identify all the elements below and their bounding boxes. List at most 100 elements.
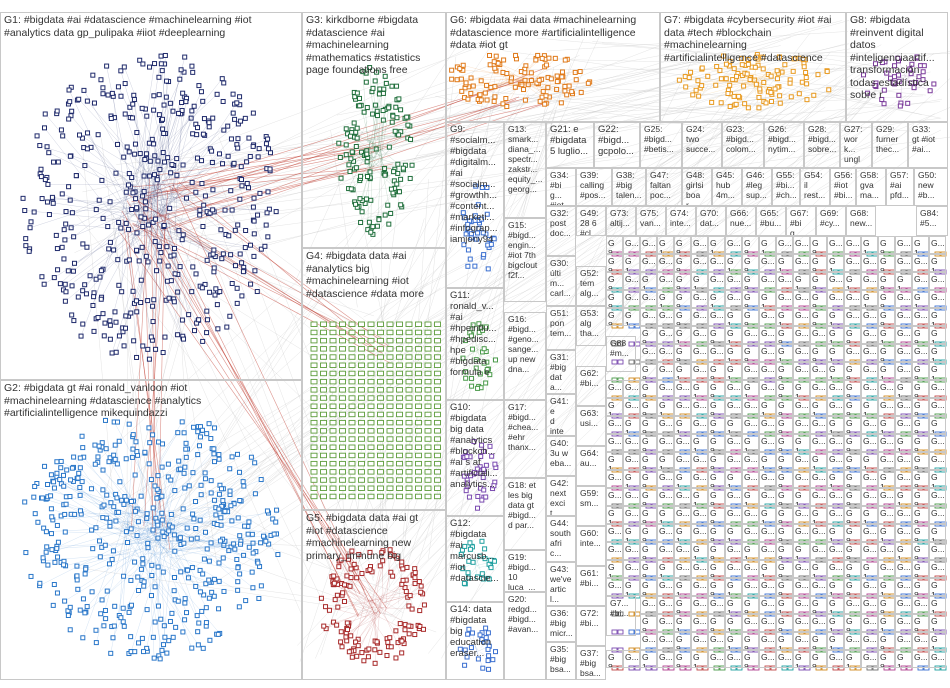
small-group-label: G1... [727, 580, 739, 596]
small-group-tile: G8... [640, 434, 657, 452]
small-group-tile: G... [742, 416, 759, 434]
small-group-label: G... [863, 346, 877, 356]
node [54, 590, 60, 596]
small-group-label: G... [608, 472, 622, 482]
small-group-label: G8... [608, 652, 620, 668]
group-cell-g47: G47: faltan poc... [646, 168, 682, 206]
small-group-label: G1... [676, 472, 688, 488]
small-group-tile: G1... [725, 416, 742, 434]
node [162, 334, 168, 340]
small-group-tile: G... [691, 398, 708, 416]
node [55, 267, 61, 273]
edge-highlight [128, 96, 520, 234]
node [166, 295, 172, 301]
small-group-tile: G8... [776, 362, 793, 380]
small-group-tile: G1... [861, 290, 878, 308]
small-group-label: G... [778, 238, 792, 248]
node [72, 511, 78, 517]
node [57, 281, 63, 287]
node [62, 511, 68, 517]
small-group-label: G8... [914, 418, 926, 434]
node [115, 84, 121, 90]
small-group-tile: G... [708, 308, 725, 326]
small-group-label: G... [880, 544, 894, 554]
node [152, 239, 158, 245]
node [212, 292, 218, 298]
small-group-label: G1... [795, 274, 807, 290]
edge-highlight [149, 230, 381, 614]
edge [209, 64, 756, 198]
edge-highlight [157, 211, 359, 618]
group-cell-g74: G74: inte... [666, 206, 696, 236]
small-group-label: G1... [931, 526, 943, 542]
group-label: G38: #big talen... [616, 170, 642, 200]
small-group-tile: G... [793, 524, 810, 542]
node [183, 195, 189, 201]
small-group-tile: G... [929, 506, 946, 524]
edge [173, 34, 499, 517]
node [231, 160, 237, 166]
edge [104, 128, 563, 222]
node [213, 286, 219, 292]
small-group-tile: G1... [674, 416, 691, 434]
small-group-tile: G8... [776, 416, 793, 434]
small-group-tile: G... [606, 470, 623, 488]
node [100, 85, 106, 91]
node [129, 115, 135, 121]
group-label: G56: #iot #bi... [834, 170, 853, 200]
small-group-tile: G... [793, 308, 810, 326]
small-group-tile: G... [861, 596, 878, 614]
small-group-tile: G8... [912, 470, 929, 488]
node [204, 317, 210, 323]
small-group-label: G... [727, 490, 741, 500]
small-group-tile: G1... [878, 326, 895, 344]
edge [116, 218, 313, 409]
edge [756, 78, 926, 96]
node [265, 189, 271, 195]
small-group-label: G1... [880, 616, 892, 632]
small-group-label: G... [863, 436, 877, 446]
group-cell-g4: G4: #bigdata data #ai #analytics big #ma… [302, 248, 446, 510]
small-group-tile: G8... [708, 560, 725, 578]
node [67, 493, 73, 499]
small-group-label: G1... [795, 544, 807, 560]
small-group-tile: G1... [674, 578, 691, 596]
small-group-tile: G... [691, 416, 708, 434]
small-group-label: G8... [914, 508, 926, 524]
small-group-label: G... [659, 652, 673, 662]
node [75, 586, 81, 592]
small-group-label: G... [744, 526, 758, 536]
node [54, 108, 60, 114]
node [148, 334, 154, 340]
node [159, 464, 165, 470]
small-group-label: G... [812, 382, 826, 392]
node [160, 150, 166, 156]
group-cell-g70: G70: dat... [696, 206, 726, 236]
group-cell-g34: G34: #big... #iot... [546, 168, 576, 206]
edge [120, 175, 329, 615]
group-cell-g45: G45: hub 4m... [712, 168, 742, 206]
edge [146, 311, 299, 565]
group-cell-g18: G18: et les big data gt #bigd... d par..… [504, 478, 546, 550]
small-group-tile: G... [742, 578, 759, 596]
node [255, 154, 261, 160]
node [234, 556, 240, 562]
node [116, 438, 122, 444]
small-group-label: G... [778, 274, 792, 284]
small-group-tile: G8... [606, 272, 623, 290]
small-group-tile: G1... [776, 344, 793, 362]
small-group-label: G8... [676, 292, 688, 308]
node [108, 650, 114, 656]
small-group-tile: G8... [878, 236, 895, 254]
node [222, 207, 228, 213]
node [27, 225, 33, 231]
small-group-label: G1... [676, 526, 688, 542]
small-group-tile: G1... [861, 236, 878, 254]
small-group-label: G8... [608, 274, 620, 290]
small-group-label: G1... [897, 436, 909, 452]
small-group-label: G1... [625, 472, 637, 488]
small-group-label: G... [642, 238, 656, 248]
small-group-label: G1... [659, 400, 671, 416]
node [220, 251, 226, 257]
small-group-label: G... [812, 472, 826, 482]
